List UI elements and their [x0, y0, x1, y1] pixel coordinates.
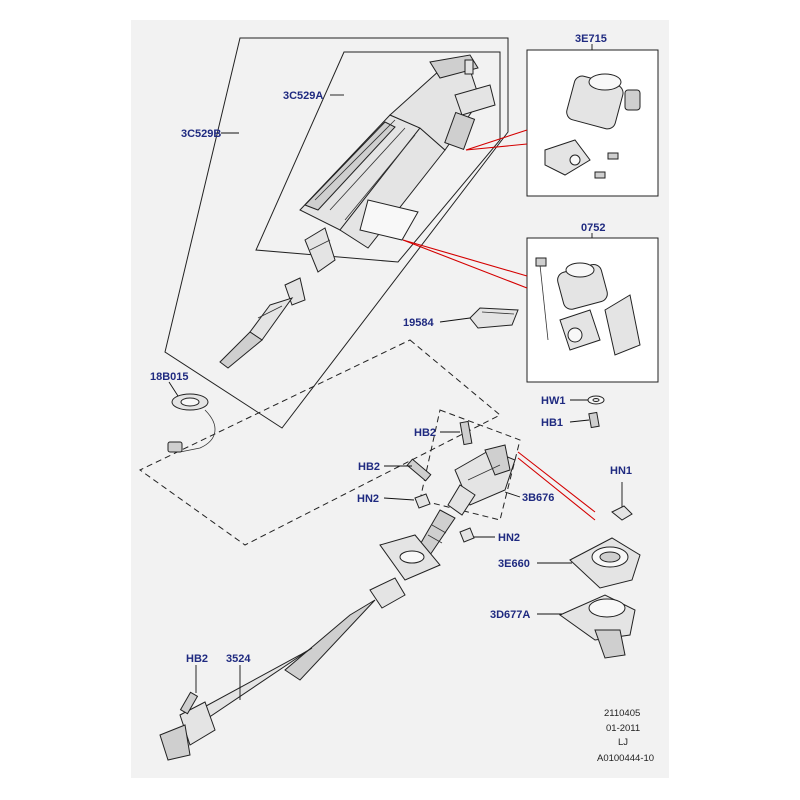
callout-3b676: 3B676	[522, 492, 554, 504]
callout-3e660: 3E660	[498, 558, 530, 570]
nut-hn1	[611, 482, 633, 521]
callout-hb1: HB1	[541, 417, 563, 429]
outline-lower-dashed	[139, 339, 501, 546]
outline-3c529b	[164, 37, 509, 429]
detail-box-0752	[526, 237, 659, 383]
mounting-boot-3d677a	[558, 594, 636, 659]
callout-hw1: HW1	[541, 395, 565, 407]
detail-box-3e715	[526, 49, 659, 197]
callout-hb2: HB2	[186, 653, 208, 665]
footer-line-2: 01-2011	[606, 723, 640, 734]
callout-hn2: HN2	[357, 493, 379, 505]
steering-column-upper	[299, 54, 496, 273]
steering-angle-sensor	[167, 393, 216, 453]
callout-hn1: HN1	[610, 465, 632, 477]
motor-3e715	[544, 73, 641, 179]
motor-0752	[535, 257, 641, 356]
mounting-plate-3e660	[569, 537, 641, 589]
leader-lines	[168, 44, 593, 700]
footer-line-1: 2110405	[604, 708, 640, 719]
footer-line-4: A0100444-10	[597, 753, 654, 764]
callout-3e715: 3E715	[575, 33, 607, 45]
joint-hardware	[406, 420, 475, 543]
callout-hb2: HB2	[358, 461, 380, 473]
highlight-lines	[402, 129, 596, 521]
callout-19584: 19584	[403, 317, 434, 329]
pad-19584	[469, 307, 519, 329]
callout-0752: 0752	[581, 222, 605, 234]
callout-3524: 3524	[226, 653, 251, 665]
callout-hn2: HN2	[498, 532, 520, 544]
callout-3c529a: 3C529A	[283, 90, 323, 102]
callout-hb2: HB2	[414, 427, 436, 439]
callout-3c529b: 3C529B	[181, 128, 221, 140]
outline-3c529a	[255, 51, 501, 263]
callout-18b015: 18B015	[150, 371, 189, 383]
hardware-hw1-hb1	[587, 395, 605, 429]
footer-line-3: LJ	[618, 737, 628, 748]
outline-3b676-dashed	[419, 409, 521, 521]
universal-joint-3b676	[447, 444, 516, 516]
intermediate-shaft	[219, 277, 306, 369]
callout-3d677a: 3D677A	[490, 609, 530, 621]
lower-shaft-3524	[159, 509, 456, 761]
